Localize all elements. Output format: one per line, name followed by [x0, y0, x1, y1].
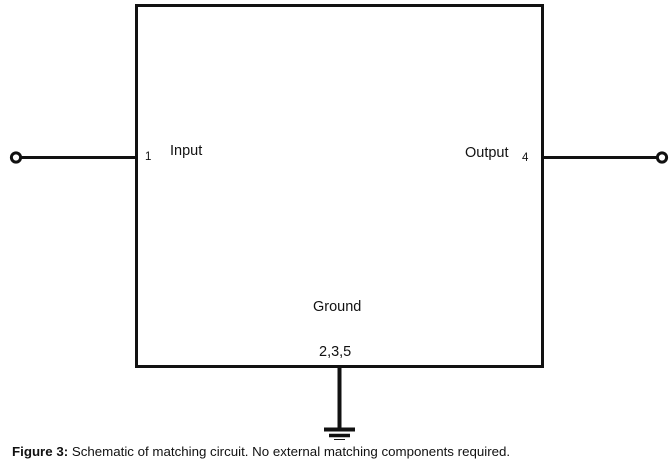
input-terminal-icon — [9, 151, 23, 164]
ground-pin-numbers: 2,3,5 — [319, 344, 352, 360]
figure-caption-text: Schematic of matching circuit. No extern… — [68, 444, 511, 459]
earth-ground-icon — [324, 427, 355, 440]
circuit-schematic — [9, 4, 669, 440]
input-port-label: Input — [170, 143, 203, 159]
output-pin-number: 4 — [522, 152, 529, 164]
figure-caption-label: Figure 3: — [12, 444, 69, 459]
ground-port-label: Ground — [313, 299, 362, 315]
matching-circuit-block — [135, 4, 544, 368]
figure-caption: Figure 3: Schematic of matching circuit.… — [12, 443, 662, 460]
input-pin-number: 1 — [145, 151, 152, 163]
output-terminal-icon — [655, 151, 669, 164]
output-port-label: Output — [465, 145, 509, 161]
schematic-svg — [9, 4, 669, 440]
